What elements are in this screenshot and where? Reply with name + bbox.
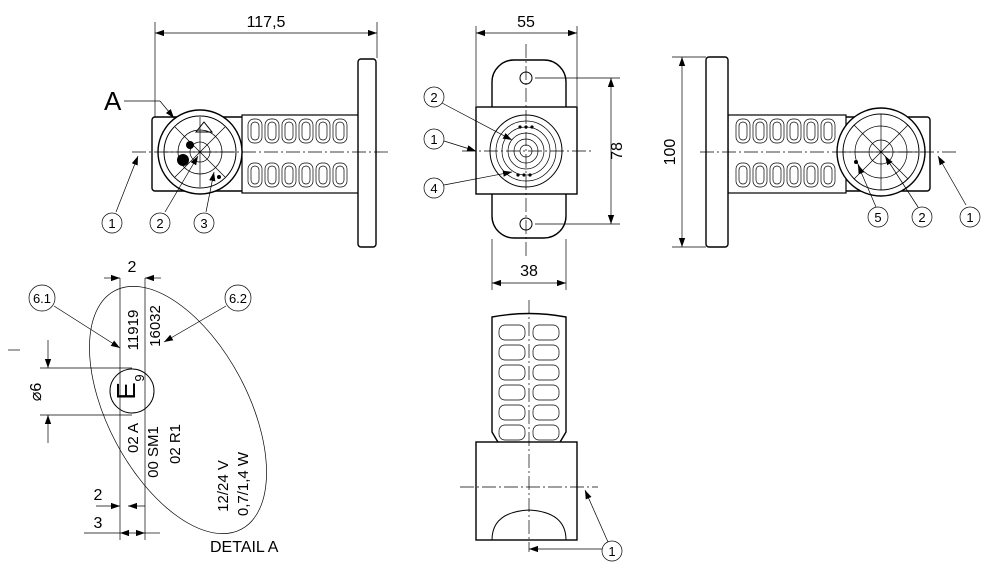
detail-dim-2-top: 2 xyxy=(128,259,137,276)
e-number: 9 xyxy=(132,374,147,381)
marking-voltage: 12/24 V xyxy=(215,460,232,512)
view-label-a: A xyxy=(104,86,122,116)
callout-4-front: 4 xyxy=(430,181,437,196)
detail-dim-3: 3 xyxy=(94,515,103,532)
callout-1-bottom: 1 xyxy=(608,544,615,559)
mounting-plate-left xyxy=(357,58,377,248)
marking-line3: 02 R1 xyxy=(167,424,184,464)
bottom-view xyxy=(475,312,578,541)
marking-line1: 02 A xyxy=(125,423,142,453)
detail-dim-2-bottom: 2 xyxy=(94,487,103,504)
callout-6-1: 6.1 xyxy=(33,291,51,306)
front-view xyxy=(475,59,578,239)
width-top-dim: 55 xyxy=(517,14,535,31)
ribbed-body-right xyxy=(727,114,847,194)
callout-1-left: 1 xyxy=(108,216,115,231)
callout-6-2: 6.2 xyxy=(229,291,247,306)
detail-diameter-6: ⌀6 xyxy=(28,383,45,402)
e-mark: E xyxy=(111,382,141,399)
callout-2-right: 2 xyxy=(918,210,925,225)
marking-line2: 00 SM1 xyxy=(145,426,162,478)
callout-2-left: 2 xyxy=(156,216,163,231)
detail-a: 2 ⌀6 E 9 11919 16032 02 A 00 SM1 02 R1 1… xyxy=(8,259,279,556)
callout-2-front: 2 xyxy=(430,90,437,105)
marking-code1: 11919 xyxy=(125,310,142,351)
callout-3-left: 3 xyxy=(200,216,207,231)
marking-code2: 16032 xyxy=(147,305,164,347)
marking-power: 0,7/1,4 W xyxy=(235,451,252,516)
height-side-dim: 100 xyxy=(662,139,679,166)
overall-length-dim: 117,5 xyxy=(247,14,286,31)
width-base-dim: 38 xyxy=(520,263,538,280)
callout-5-right: 5 xyxy=(874,210,881,225)
detail-a-label: DETAIL A xyxy=(210,539,279,556)
callout-1-front: 1 xyxy=(430,132,437,147)
callout-1-right: 1 xyxy=(966,210,973,225)
ribbed-body-left xyxy=(241,114,361,194)
left-side-view xyxy=(151,58,377,248)
height-center-dim: 78 xyxy=(609,142,626,160)
